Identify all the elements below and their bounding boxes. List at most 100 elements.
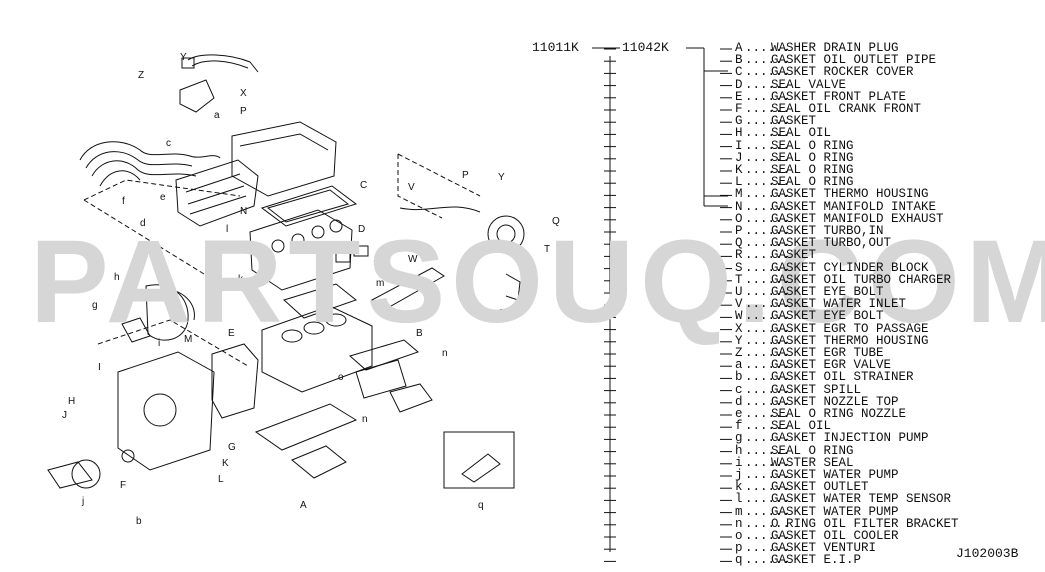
legend-leader: ......: [745, 480, 791, 495]
legend-leader: ......: [745, 358, 791, 373]
legend-part-name: SEAL O RING: [771, 163, 854, 177]
legend-row[interactable]: N......GASKET MANIFOLD INTAKE: [735, 200, 936, 213]
legend-row[interactable]: H......SEAL OIL: [735, 126, 831, 141]
legend-row[interactable]: B......GASKET OIL OUTLET PIPE: [735, 54, 936, 67]
rocker-cover-gasket-drawing: [260, 185, 358, 227]
oil-pipe-drawing: [505, 273, 521, 301]
legend-row[interactable]: R......GASKET: [735, 249, 816, 262]
legend-row[interactable]: a......GASKET EGR VALVE: [735, 358, 891, 373]
legend-row[interactable]: L......SEAL O RING: [735, 175, 854, 190]
legend-code: G: [735, 114, 743, 129]
callout-label: F: [120, 480, 126, 491]
legend-code: q: [735, 553, 743, 568]
legend-part-name: SEAL O RING: [771, 175, 854, 190]
legend-row[interactable]: M......GASKET THERMO HOUSING: [735, 187, 929, 202]
legend-row[interactable]: f......SEAL OIL: [735, 419, 831, 434]
legend-row[interactable]: Y......GASKET THERMO HOUSING: [735, 333, 929, 348]
legend-part-name: GASKET FRONT PLATE: [771, 89, 907, 104]
legend-row[interactable]: k......GASKET OUTLET: [735, 480, 869, 495]
legend-leader: ......: [745, 370, 791, 385]
assembly-part-number[interactable]: 11011K: [532, 40, 579, 55]
legend-part-name: SEAL OIL CRANK FRONT: [771, 102, 922, 116]
legend-row[interactable]: V......GASKET WATER INLET: [735, 297, 907, 312]
legend-code: J: [735, 150, 743, 165]
kit-part-number[interactable]: 11042K: [622, 40, 669, 55]
legend-part-name: GASKET WATER INLET: [771, 297, 907, 312]
legend-row[interactable]: W......GASKET EYE BOLT: [735, 310, 884, 323]
legend-row[interactable]: o......GASKET OIL COOLER: [735, 529, 899, 543]
rocker-cover-drawing: [239, 133, 329, 151]
legend-row[interactable]: T......GASKET OIL TURBO CHARGER: [735, 272, 951, 287]
legend-row[interactable]: j......GASKET WATER PUMP: [735, 468, 899, 482]
legend-leader: ......: [745, 102, 791, 116]
legend-code: O: [735, 211, 743, 226]
legend-row[interactable]: O......GASKET MANIFOLD EXHAUST: [735, 211, 944, 226]
legend-leader: ......: [745, 468, 791, 482]
legend-leader: ......: [745, 187, 791, 202]
legend-row[interactable]: I......SEAL O RING: [735, 138, 854, 153]
callout-label: G: [228, 442, 236, 453]
legend-code: d: [735, 394, 743, 409]
callout-label: j: [81, 496, 84, 507]
legend-row[interactable]: J......SEAL O RING: [735, 150, 854, 165]
legend-row[interactable]: G......GASKET: [735, 114, 816, 129]
legend-leader: ......: [745, 150, 791, 165]
injection-pump-gasket-drawing: [145, 284, 189, 341]
legend-leader: ......: [745, 382, 791, 397]
legend-row[interactable]: C......GASKET ROCKER COVER: [735, 66, 914, 79]
legend-row[interactable]: Q......GASKET TURBO,OUT: [735, 236, 891, 251]
tree-ticks: [604, 48, 732, 562]
legend-code: U: [735, 285, 743, 299]
injector-pipe-drawing: [79, 141, 221, 161]
legend-row[interactable]: D......SEAL VALVE: [735, 78, 846, 91]
legend-leader: ......: [745, 529, 791, 543]
dashed-group-line: [83, 199, 231, 291]
legend-row[interactable]: S......GASKET CYLINDER BLOCK: [735, 261, 929, 274]
legend-code: L: [735, 175, 743, 190]
bore-drawing: [281, 329, 303, 343]
legend-code: f: [735, 419, 743, 434]
legend-row[interactable]: P......GASKET TURBO,IN: [735, 225, 884, 238]
callout-label: M: [184, 334, 192, 345]
legend-part-name: GASKET MANIFOLD EXHAUST: [771, 211, 944, 226]
legend-leader: ......: [745, 455, 791, 470]
callout-label: h: [114, 272, 120, 283]
legend-code: T: [735, 272, 743, 287]
exhaust-gasket-drawing: [335, 251, 351, 263]
diagram-code: J102003B: [956, 546, 1019, 561]
legend-leader: ......: [745, 333, 791, 348]
callout-label: m: [376, 278, 384, 289]
legend-row[interactable]: m......GASKET WATER PUMP: [735, 505, 899, 518]
legend-row[interactable]: U......GASKET EYE BOLT: [735, 285, 884, 299]
legend-row[interactable]: i......WASTER SEAL: [735, 455, 854, 470]
legend-row[interactable]: Z......GASKET EGR TUBE: [735, 347, 884, 360]
callout-label: D: [358, 224, 365, 235]
valve-port-drawing: [271, 239, 285, 253]
legend-row[interactable]: p......GASKET VENTURI: [735, 542, 876, 555]
seal-o-ring-drawing: [159, 288, 195, 321]
legend-row[interactable]: h......SEAL O RING: [735, 444, 854, 457]
legend-row[interactable]: q......GASKET E.I.P: [735, 553, 861, 568]
legend-row[interactable]: l......GASKET WATER TEMP SENSOR: [735, 492, 951, 507]
legend-row[interactable]: A......WASHER DRAIN PLUG: [735, 41, 899, 55]
legend-leader: ......: [745, 41, 791, 55]
legend-row[interactable]: F......SEAL OIL CRANK FRONT: [735, 102, 922, 116]
legend-row[interactable]: g......GASKET INJECTION PUMP: [735, 432, 929, 445]
legend-part-name: SEAL O RING: [771, 138, 854, 153]
legend-leader: ......: [745, 492, 791, 507]
legend-code: a: [735, 358, 743, 373]
legend-row[interactable]: E......GASKET FRONT PLATE: [735, 89, 907, 104]
legend-code: H: [735, 126, 743, 141]
legend-row[interactable]: e......SEAL O RING NOZZLE: [735, 408, 906, 421]
legend-row[interactable]: c......GASKET SPILL: [735, 382, 861, 397]
legend-row[interactable]: K......SEAL O RING: [735, 163, 854, 177]
legend-row[interactable]: X......GASKET EGR TO PASSAGE: [735, 322, 929, 335]
legend-code: Q: [735, 236, 743, 251]
legend-row[interactable]: n......O RING OIL FILTER BRACKET: [735, 518, 959, 531]
legend-code: K: [735, 163, 743, 177]
callout-label: g: [92, 300, 98, 311]
egr-tube-drawing: [191, 60, 249, 69]
legend-row[interactable]: b......GASKET OIL STRAINER: [735, 370, 914, 385]
legend-part-name: WASHER DRAIN PLUG: [771, 41, 899, 55]
legend-row[interactable]: d......GASKET NOZZLE TOP: [735, 394, 899, 409]
